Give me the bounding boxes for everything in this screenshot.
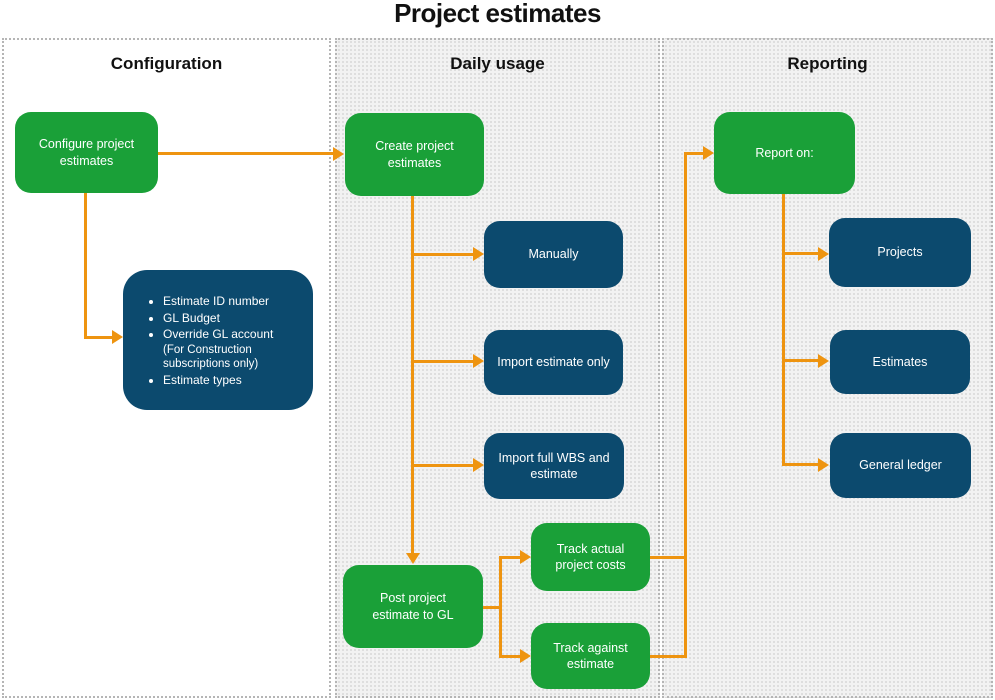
connector-line — [411, 196, 414, 554]
node-label: Manually — [528, 247, 579, 262]
node-label: Track against estimate — [553, 640, 628, 671]
connector-line — [499, 556, 502, 658]
connector-line — [411, 464, 473, 467]
list-item-note: (For Construction subscriptions only) — [163, 343, 259, 371]
node-configure-project-estimates: Configure project estimates — [15, 112, 158, 193]
connector-line — [782, 194, 785, 466]
arrowhead-right-icon — [703, 146, 714, 160]
node-label: General ledger — [859, 458, 942, 473]
node-general-ledger: General ledger — [830, 433, 971, 498]
node-label: Estimates — [872, 354, 928, 369]
list-item: Estimate types — [163, 373, 301, 389]
arrowhead-right-icon — [520, 649, 531, 663]
arrowhead-right-icon — [520, 550, 531, 564]
panel-configuration-header: Configuration — [110, 54, 223, 73]
connector-line — [782, 463, 818, 466]
connector-line — [499, 655, 520, 658]
node-label: Projects — [877, 245, 923, 260]
node-track-against-estimate: Track against estimate — [531, 623, 650, 689]
node-import-full-wbs-and-estimate: Import full WBS and estimate — [484, 433, 624, 499]
connector-line — [158, 152, 333, 155]
page-title: Project estimates — [394, 0, 601, 28]
connector-line — [782, 252, 818, 255]
node-label: Import estimate only — [497, 355, 610, 370]
node-manually: Manually — [484, 221, 623, 288]
node-create-project-estimates: Create project estimates — [345, 113, 484, 196]
node-label: Track actual project costs — [555, 541, 626, 572]
connector-line — [483, 606, 502, 609]
connector-line — [782, 359, 818, 362]
connector-line — [84, 193, 87, 338]
node-label: Post project estimate to GL — [372, 591, 454, 622]
connector-line — [411, 253, 473, 256]
connector-line — [650, 556, 687, 559]
connector-line — [411, 360, 473, 363]
node-label: Create project estimates — [375, 139, 454, 170]
list-item: GL Budget — [163, 311, 301, 327]
node-projects: Projects — [829, 218, 971, 287]
arrowhead-right-icon — [818, 458, 829, 472]
arrowhead-right-icon — [473, 354, 484, 368]
node-label: Import full WBS and estimate — [498, 450, 610, 481]
node-estimates: Estimates — [830, 330, 970, 394]
arrowhead-right-icon — [333, 147, 344, 161]
node-import-estimate-only: Import estimate only — [484, 330, 623, 395]
connector-line — [499, 556, 520, 559]
arrowhead-right-icon — [818, 247, 829, 261]
list-item-text: Override GL account — [163, 327, 274, 342]
connector-line — [684, 152, 687, 658]
node-post-project-estimate-to-gl: Post project estimate to GL — [343, 565, 483, 648]
node-report-on: Report on: — [714, 112, 855, 194]
node-label: Report on: — [755, 145, 814, 160]
list-item: Override GL account (For Construction su… — [163, 327, 301, 371]
arrowhead-right-icon — [473, 247, 484, 261]
panel-daily-usage-header: Daily usage — [450, 54, 545, 73]
list-item: Estimate ID number — [163, 294, 301, 310]
node-configuration-details: Estimate ID number GL Budget Override GL… — [123, 270, 313, 410]
arrowhead-right-icon — [473, 458, 484, 472]
connector-line — [650, 655, 687, 658]
connector-line — [84, 336, 112, 339]
configuration-details-list: Estimate ID number GL Budget Override GL… — [145, 294, 301, 389]
panel-reporting-header: Reporting — [787, 54, 868, 73]
arrowhead-down-icon — [406, 553, 420, 564]
arrowhead-right-icon — [112, 330, 123, 344]
node-label: Configure project estimates — [38, 137, 135, 168]
arrowhead-right-icon — [818, 354, 829, 368]
node-track-actual-project-costs: Track actual project costs — [531, 523, 650, 591]
connector-line — [684, 152, 703, 155]
